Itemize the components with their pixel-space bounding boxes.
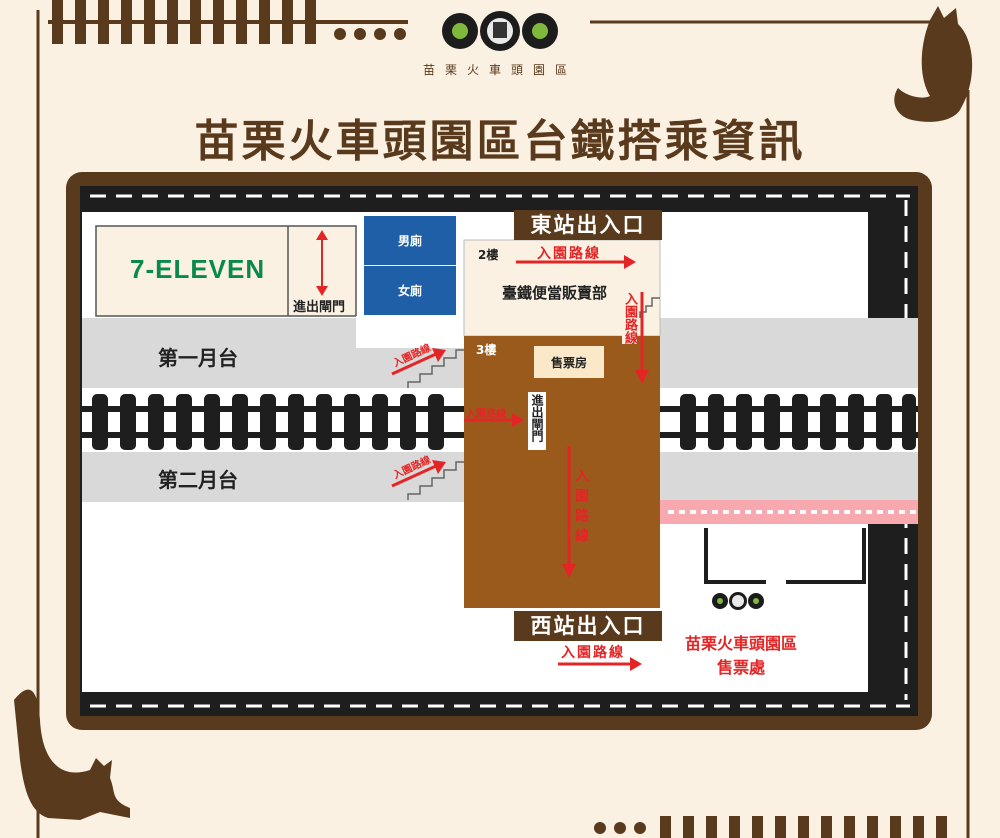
park-ticket-office-label: 售票處: [716, 658, 765, 677]
park-logo-small-icon: [712, 592, 764, 610]
store-name: 7-ELEVEN: [130, 254, 266, 284]
stairs-icon: [407, 297, 660, 500]
store: [95, 225, 357, 317]
station-building-3f: [464, 336, 660, 608]
store-gate-label: 進出閘門: [293, 300, 346, 315]
inner-gate-label: 進出閘門: [530, 394, 544, 442]
bottom-stripes: [594, 816, 947, 838]
route-label-3f-vertical: 入園路線: [573, 468, 589, 548]
route-label-2f-vertical: 入園路線: [622, 292, 637, 344]
floor-3-label: 3樓: [476, 343, 497, 357]
route-label-west: 入園路線: [561, 645, 625, 661]
arrow-right-icon: [391, 255, 642, 671]
page-title: 苗栗火車頭園區台鐵搭乘資訊: [194, 116, 806, 167]
logo-caption: 苗栗火車頭園區: [422, 63, 577, 77]
ticket-office-label: 售票房: [550, 356, 587, 370]
decorative-border: [36, 10, 970, 838]
west-exit-label: 西站出入口: [514, 611, 662, 641]
train-logo-icon: [442, 11, 558, 51]
bento-shop-label: 臺鐵便當販賣部: [502, 284, 608, 302]
cat-silhouette-icon: [14, 6, 973, 820]
route-label-2f: 入園路線: [537, 246, 601, 262]
arrow-down-icon: [562, 292, 649, 578]
east-exit-label: 東站出入口: [514, 210, 662, 240]
top-stripes: [48, 0, 408, 44]
restroom-male: 男廁: [364, 216, 456, 266]
floor-2-label: 2樓: [478, 248, 499, 262]
restroom-female: 女廁: [364, 266, 456, 316]
platform-1-label: 第一月台: [158, 346, 238, 370]
park-name-label: 苗栗火車頭園區: [684, 634, 797, 653]
platform-2-label: 第二月台: [158, 468, 238, 492]
route-label-gate: 入園路線: [466, 409, 506, 420]
